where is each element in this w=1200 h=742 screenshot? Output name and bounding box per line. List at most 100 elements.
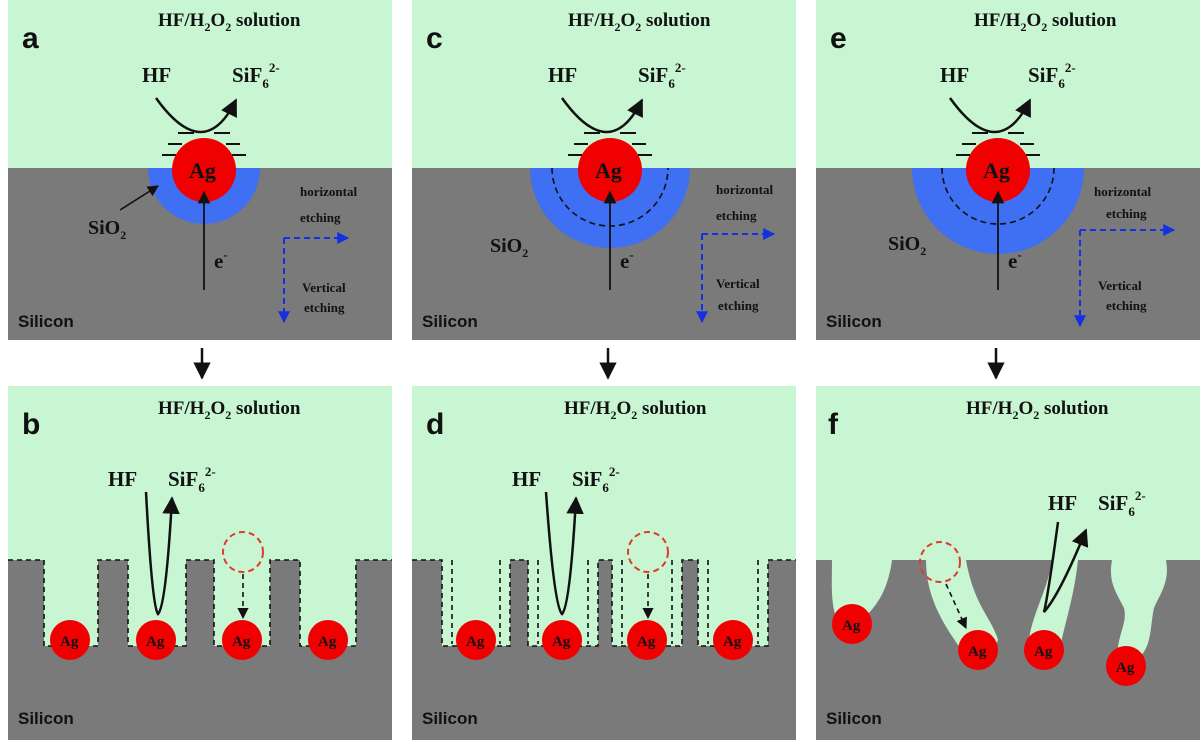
panel-e: e HF/H2O2 solution Ag HF SiF62- e- SiO2 …: [816, 0, 1200, 340]
hf-label: HF: [142, 63, 171, 87]
hf-label: HF: [512, 467, 541, 491]
silver-particle: [713, 620, 753, 660]
hf-reaction-arrow: [544, 491, 584, 616]
sio2-label: SiO2: [490, 235, 528, 260]
silver-label: Ag: [637, 634, 656, 650]
silver-particle: [456, 620, 496, 660]
solution-label: HF/H2O2 solution: [568, 10, 711, 34]
silver-particle: [136, 620, 176, 660]
silicon-region: [412, 560, 796, 740]
sif6-label: SiF62-: [1098, 488, 1146, 519]
electron-label: e-: [620, 247, 634, 273]
horizontal-label: horizontal: [300, 184, 357, 199]
panel-letter: d: [426, 408, 444, 441]
silver-label: Ag: [189, 158, 216, 183]
sif6-label: SiF62-: [638, 60, 686, 91]
panel-letter: c: [426, 22, 443, 55]
silicon-label: Silicon: [826, 312, 882, 331]
panel-letter: f: [828, 408, 839, 441]
silver-particle: [1024, 630, 1064, 670]
silver-label: Ag: [318, 634, 337, 650]
panel-f: f HF/H2O2 solution HF SiF62- Ag Ag Ag Ag…: [816, 386, 1200, 740]
silver-label: Ag: [723, 634, 742, 650]
silver-particle: [958, 630, 998, 670]
panel-c: c HF/H2O2 solution Ag HF SiF62- e- SiO2 …: [412, 0, 796, 340]
panel-letter: e: [830, 22, 847, 55]
pore-outlines: [412, 559, 796, 647]
panel-b: b HF/H2O2 solution HF SiF62- Ag Ag Ag Ag…: [8, 386, 392, 740]
silver-particle: [222, 620, 262, 660]
sif6-label: SiF62-: [1028, 60, 1076, 91]
silver-particle: [308, 620, 348, 660]
silver-particles: Ag Ag Ag Ag: [50, 620, 348, 660]
descent-arrow: [945, 583, 967, 630]
silver-particle: [50, 620, 90, 660]
silver-particle: [172, 138, 236, 202]
ghost-particle: [627, 531, 669, 573]
silver-label: Ag: [232, 634, 251, 650]
ghost-particle: [222, 531, 264, 573]
hf-label: HF: [108, 467, 137, 491]
silver-particle: [542, 620, 582, 660]
solution-label: HF/H2O2 solution: [158, 10, 301, 34]
silver-particle: [832, 604, 872, 644]
silver-label: Ag: [842, 618, 861, 634]
charge-dashes: [162, 132, 246, 156]
sif6-label: SiF62-: [572, 464, 620, 495]
silver-label: Ag: [60, 634, 79, 650]
horizontal-label: horizontal: [716, 182, 773, 197]
silicon-label: Silicon: [422, 312, 478, 331]
sif6-label: SiF62-: [232, 60, 280, 91]
hf-reaction-arrow: [560, 97, 644, 134]
sif6-label: SiF62-: [168, 464, 216, 495]
hf-reaction-arrow: [948, 97, 1032, 134]
electron-label: e-: [1008, 247, 1022, 273]
panel-letter: a: [22, 22, 39, 55]
vertical-label: Vertical: [716, 276, 760, 291]
silicon-region: [8, 560, 392, 740]
silicon-label: Silicon: [826, 709, 882, 728]
silver-label: Ag: [1116, 660, 1135, 676]
silicon-label: Silicon: [422, 709, 478, 728]
silver-label: Ag: [983, 158, 1010, 183]
silver-particle: [966, 138, 1030, 202]
horizontal-label-2: etching: [300, 210, 341, 225]
solution-label: HF/H2O2 solution: [974, 10, 1117, 34]
vertical-label: Vertical: [302, 280, 346, 295]
charge-dashes: [568, 132, 652, 156]
panel-a: a HF/H2O2 solution Ag HF SiF62- e- SiO2 …: [8, 0, 392, 340]
silver-label: Ag: [552, 634, 571, 650]
previous-oxide-boundary: [941, 167, 1055, 225]
silver-particle: [578, 138, 642, 202]
sio2-pointer: [119, 185, 159, 211]
panel-d: d HF/H2O2 solution HF SiF62- Ag Ag Ag Ag…: [412, 386, 796, 740]
vertical-label: Vertical: [1098, 278, 1142, 293]
hf-label: HF: [548, 63, 577, 87]
horizontal-label: horizontal: [1094, 184, 1151, 199]
solution-label: HF/H2O2 solution: [966, 398, 1109, 422]
silver-particles: Ag Ag Ag Ag: [832, 604, 1146, 686]
horizontal-label-2: etching: [1106, 206, 1147, 221]
silver-label: Ag: [466, 634, 485, 650]
silver-label: Ag: [1034, 644, 1053, 660]
ghost-particle: [919, 541, 961, 583]
hf-label: HF: [940, 63, 969, 87]
sio2-label: SiO2: [88, 217, 126, 242]
hf-reaction-arrow: [1042, 521, 1089, 613]
horizontal-label-2: etching: [716, 208, 757, 223]
silver-particle: [1106, 646, 1146, 686]
electron-label: e-: [214, 247, 228, 273]
silver-label: Ag: [595, 158, 622, 183]
silver-particle: [627, 620, 667, 660]
silver-label: Ag: [146, 634, 165, 650]
silver-particles: Ag Ag Ag Ag: [456, 620, 753, 660]
hf-reaction-arrow: [144, 491, 180, 616]
silver-label: Ag: [968, 644, 987, 660]
hf-label: HF: [1048, 491, 1077, 515]
silicon-label: Silicon: [18, 312, 74, 331]
charge-dashes: [956, 132, 1040, 156]
vertical-label-2: etching: [304, 300, 345, 315]
solution-label: HF/H2O2 solution: [158, 398, 301, 422]
panel-letter: b: [22, 408, 40, 441]
